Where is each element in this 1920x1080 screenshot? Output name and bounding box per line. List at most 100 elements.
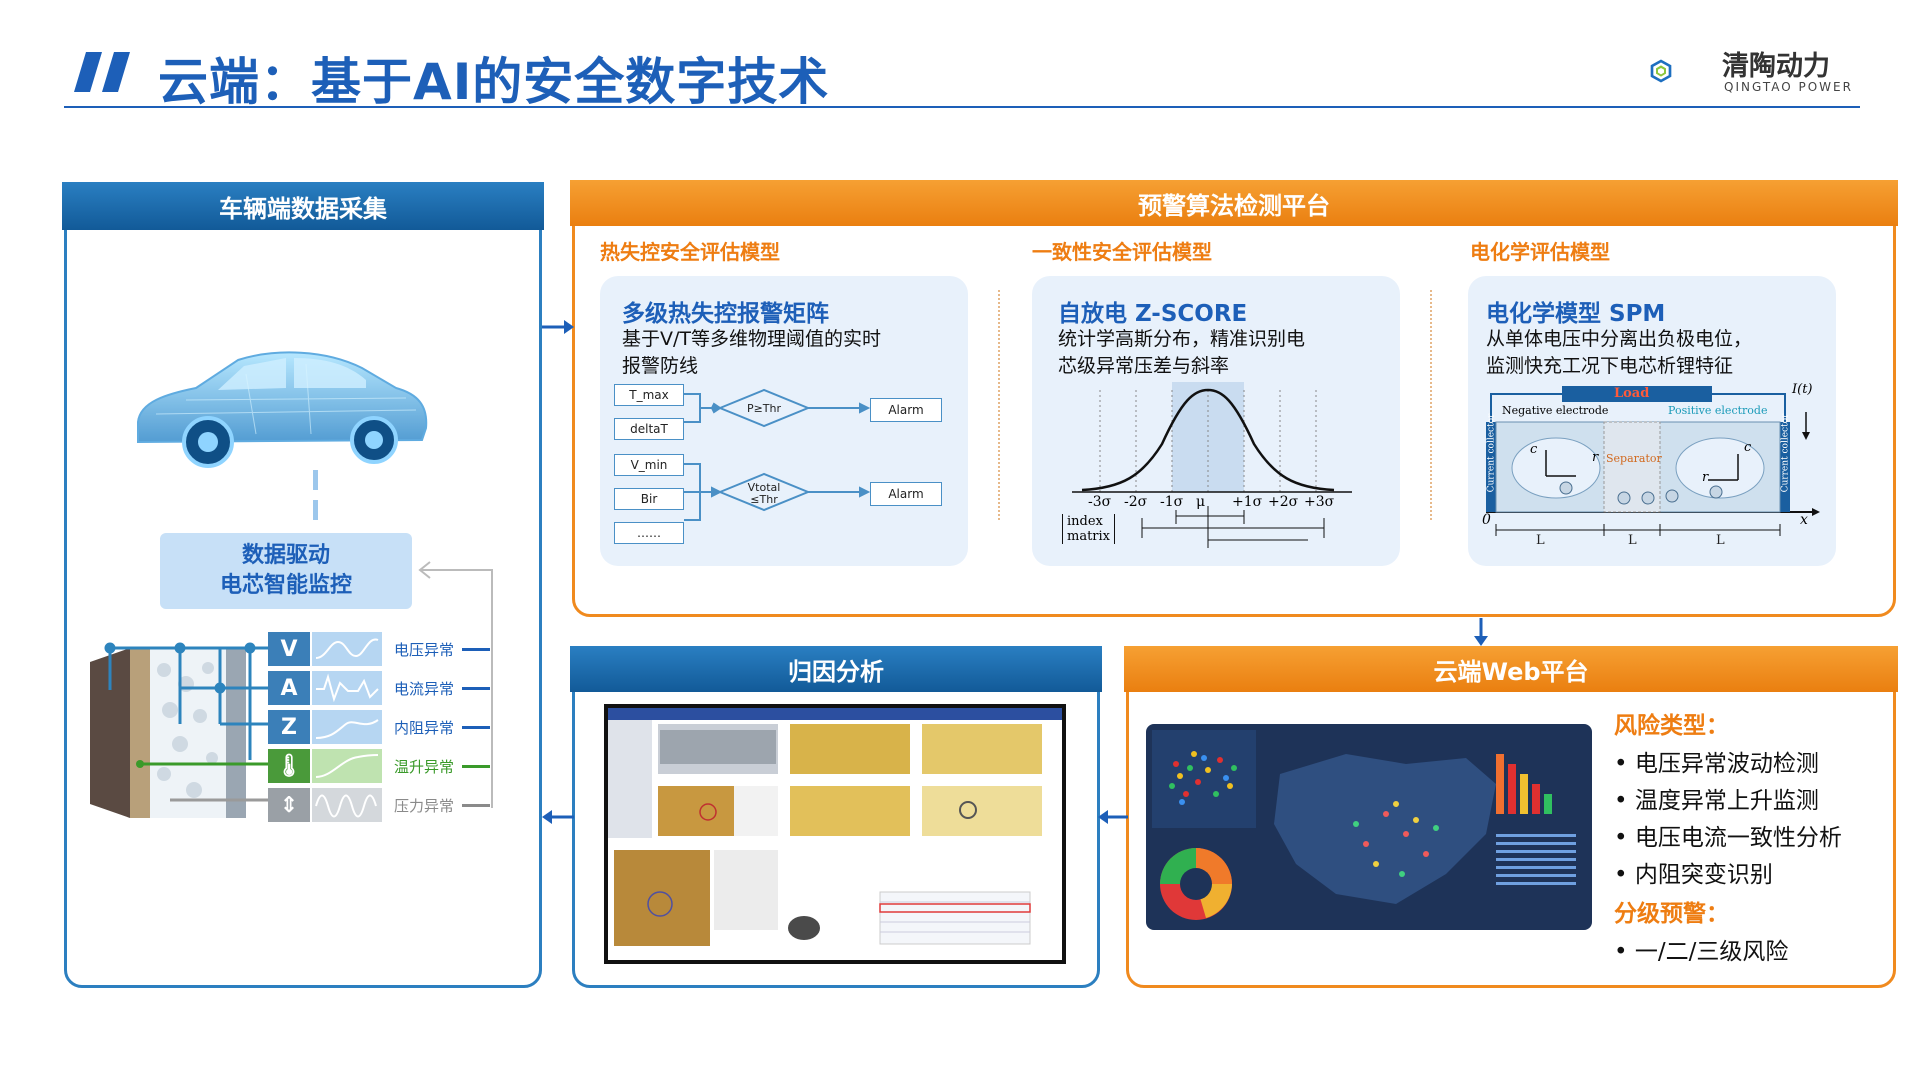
col1-subtitle: 热失控安全评估模型	[600, 240, 780, 264]
zscore-desc: 统计学高斯分布，精准识别电 芯级异常压差与斜率	[1058, 326, 1305, 380]
anomaly-connector-5	[462, 804, 490, 807]
spm-diagram: L L L	[1486, 386, 1820, 548]
col-divider	[998, 290, 1000, 520]
index-label-line1: index	[1067, 514, 1103, 529]
anomaly-label-1: 电压异常	[394, 641, 455, 659]
zscore-desc-line1: 统计学高斯分布，精准识别电	[1058, 328, 1306, 350]
risk-type-item: • 内阻突变识别	[1614, 862, 1773, 888]
title-divider	[64, 106, 1860, 108]
arrow-top-to-web	[1474, 618, 1488, 646]
anomaly-icon-1: V	[268, 632, 310, 666]
spm-current-collector-left: Current collector	[1486, 413, 1497, 493]
ai-monitor-line1: 数据驱动	[241, 543, 330, 568]
gaussian-chart	[1072, 382, 1352, 548]
matrix-input-4: Bir	[614, 488, 684, 510]
car-illustration	[137, 351, 428, 468]
anomaly-waveform-3	[312, 710, 382, 744]
alarm-box-2: Alarm	[870, 482, 942, 506]
cond-box-2: Vtotal ≤Thr	[734, 480, 794, 508]
matrix-input-2: deltaT	[614, 418, 684, 440]
anomaly-waveform-2	[312, 671, 382, 705]
level-title: 分级预警：	[1614, 901, 1729, 927]
col2-subtitle: 一致性安全评估模型	[1032, 240, 1212, 264]
matrix-input-5: ……	[614, 522, 684, 544]
anomaly-connector-2	[462, 687, 490, 690]
sensor-wiring	[104, 642, 272, 802]
anomaly-label-3: 内阻异常	[394, 719, 455, 737]
col3-subtitle: 电化学评估模型	[1470, 240, 1610, 264]
web-platform-header: 云端Web平台	[1124, 646, 1898, 692]
sigma-label-2: -2σ	[1124, 494, 1148, 510]
vehicle-data-header: 车辆端数据采集	[62, 182, 544, 230]
logo-hexagon-icon	[1650, 59, 1672, 83]
anomaly-waveform-4	[312, 749, 382, 783]
spm-x-label: x	[1800, 512, 1808, 528]
algorithm-header: 预警算法检测平台	[570, 180, 1898, 226]
arrow-attribution-to-left	[542, 810, 574, 824]
thermal-runaway-desc-line1: 基于V/T等多维物理阈值的实时	[622, 328, 882, 350]
risk-type-item: • 电压异常波动检测	[1614, 751, 1819, 777]
arrow-left-to-top	[542, 320, 574, 334]
cond-box-2-line2: ≤Thr	[750, 493, 778, 506]
ai-monitor-line2: 电芯智能监控	[219, 573, 352, 598]
spm-neg-label: Negative electrode	[1502, 404, 1609, 417]
spm-desc: 从单体电压中分离出负极电位， 监测快充工况下电芯析锂特征	[1486, 326, 1752, 380]
anomaly-connector-3	[462, 726, 490, 729]
web-dashboard-screenshot	[1146, 724, 1592, 930]
spm-cn-label: c	[1530, 442, 1538, 457]
spm-pos-label: Positive electrode	[1668, 404, 1768, 417]
page-title: 云端：基于AI的安全数字技术	[158, 53, 830, 111]
arrow-web-to-attribution	[1098, 810, 1128, 824]
thermal-runaway-desc: 基于V/T等多维物理阈值的实时 报警防线	[622, 326, 881, 380]
anomaly-waveform-1	[312, 632, 382, 666]
feedback-arrow	[418, 561, 493, 808]
anomaly-icon-2: A	[268, 671, 310, 705]
anomaly-waveform-5	[312, 788, 382, 822]
thermal-runaway-desc-line2: 报警防线	[622, 355, 699, 377]
risk-type-title: 风险类型：	[1614, 713, 1729, 739]
alarm-box-1: Alarm	[870, 398, 942, 422]
logo-name-en: QINGTAO POWER	[1724, 80, 1853, 94]
sigma-label-6: +2σ	[1268, 494, 1299, 510]
index-matrix-label: index matrix	[1062, 514, 1116, 544]
sigma-label-4: μ	[1196, 494, 1206, 510]
spm-separator-label: Separator	[1606, 452, 1662, 465]
spm-rn-label: r	[1592, 450, 1599, 465]
level-item: • 一/二/三级风险	[1614, 939, 1789, 965]
anomaly-connector-1	[462, 648, 490, 651]
spm-origin-label: 0	[1482, 512, 1491, 528]
spm-desc-line1: 从单体电压中分离出负极电位，	[1486, 328, 1753, 350]
anomaly-label-5: 压力异常	[394, 797, 455, 815]
risk-type-item: • 电压电流一致性分析	[1614, 825, 1842, 851]
spm-load-label: Load	[1614, 386, 1650, 401]
spm-card	[1468, 276, 1836, 566]
anomaly-icon-4: 🌡	[268, 749, 310, 783]
alarm-matrix-lines	[684, 388, 871, 521]
matrix-input-3: V_min	[614, 454, 684, 476]
attribution-header: 归因分析	[570, 646, 1102, 692]
col-divider	[1430, 290, 1432, 520]
svg-text:L: L	[1716, 533, 1725, 548]
anomaly-icon-5: ⇕	[268, 788, 310, 822]
index-label-line2: matrix	[1067, 529, 1111, 544]
attribution-analysis-image	[604, 704, 1066, 964]
cond-box-1: P≥Thr	[746, 401, 782, 415]
cond-box-2-line1: Vtotal	[747, 481, 781, 494]
risk-type-item: • 温度异常上升监测	[1614, 788, 1819, 814]
spm-current-collector-right: Current collector	[1780, 413, 1791, 493]
battery-cell-illustration	[90, 648, 246, 818]
ai-monitor-box: 数据驱动 电芯智能监控	[160, 533, 412, 609]
thermal-runaway-title: 多级热失控报警矩阵	[622, 301, 829, 327]
anomaly-icon-3: Z	[268, 710, 310, 744]
sigma-label-5: +1σ	[1232, 494, 1263, 510]
svg-text:L: L	[1536, 533, 1545, 548]
title-slash-icon	[74, 52, 130, 92]
sigma-label-3: -1σ	[1160, 494, 1184, 510]
spm-title: 电化学模型 SPM	[1486, 301, 1666, 327]
anomaly-connector-4	[462, 765, 490, 768]
sigma-label-1: -3σ	[1088, 494, 1112, 510]
anomaly-label-2: 电流异常	[394, 680, 455, 698]
zscore-title: 自放电 Z-SCORE	[1058, 301, 1248, 327]
spm-cp-label: c	[1744, 440, 1752, 455]
sigma-label-7: +3σ	[1304, 494, 1335, 510]
